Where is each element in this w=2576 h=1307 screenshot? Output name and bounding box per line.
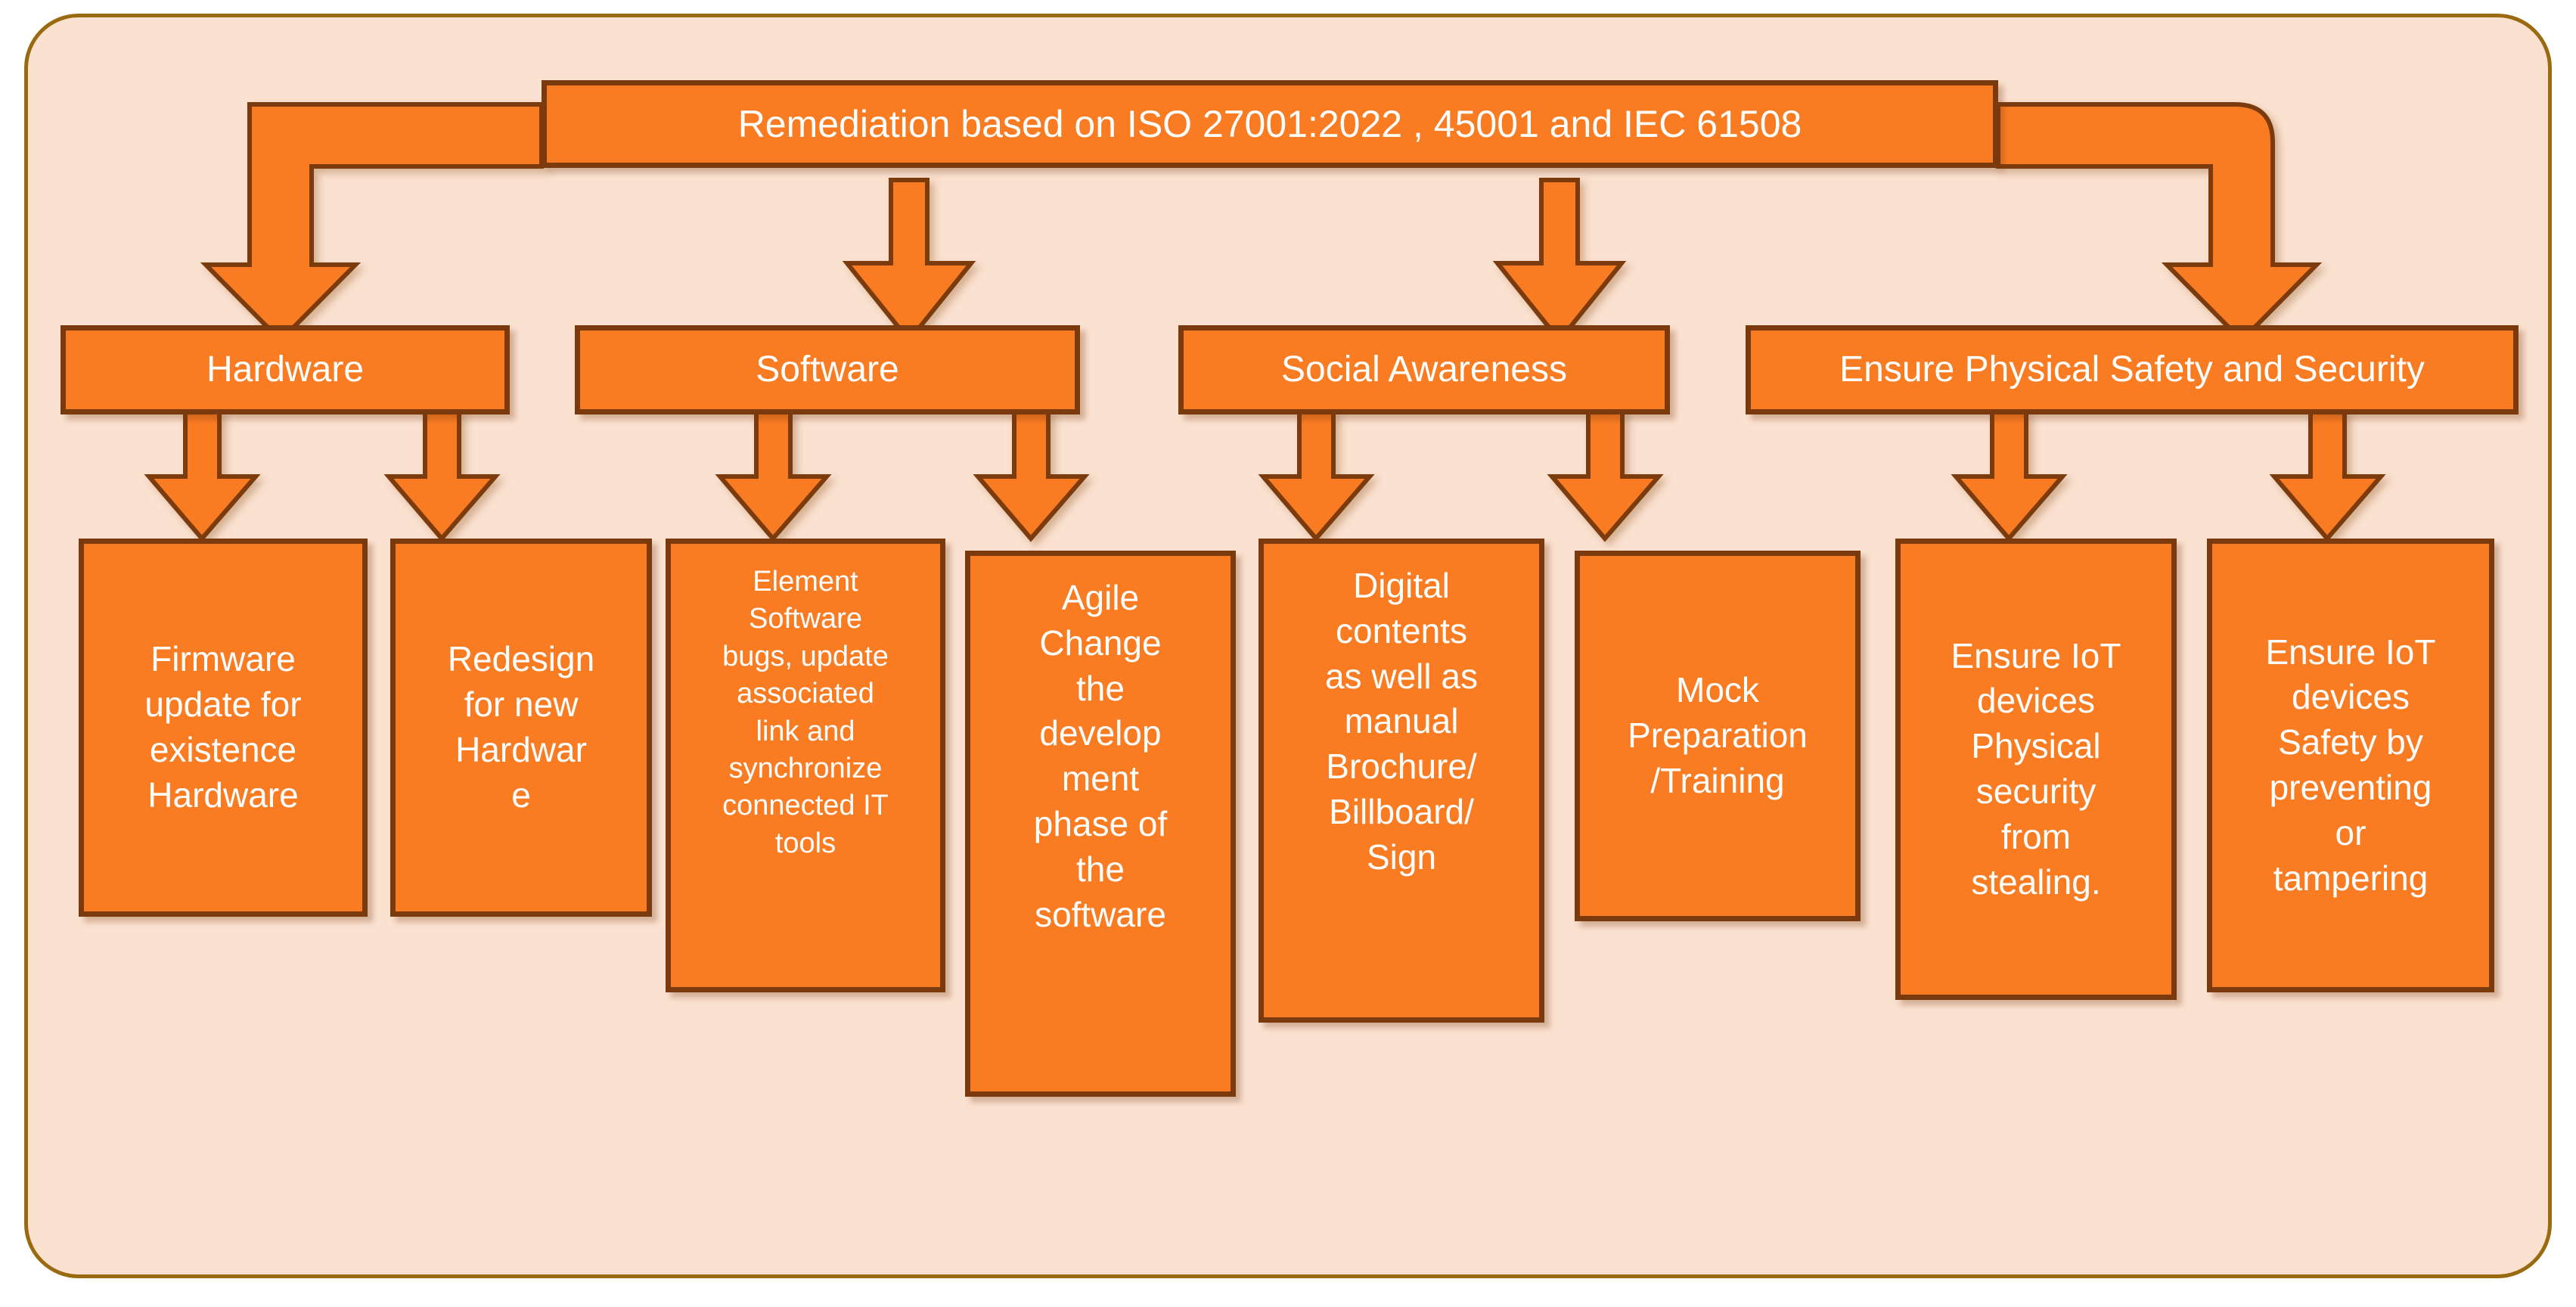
node-physical-safety[interactable]: Ensure Physical Safety and Security: [1746, 325, 2519, 414]
node-element-software[interactable]: Element Software bugs, update associated…: [666, 539, 945, 992]
node-social-awareness[interactable]: Social Awareness: [1178, 325, 1670, 414]
node-software[interactable]: Software: [575, 325, 1080, 414]
node-redesign-hardware[interactable]: Redesign for new Hardwar e: [390, 539, 652, 917]
node-mock-preparation[interactable]: Mock Preparation /Training: [1575, 551, 1861, 921]
node-digital-contents[interactable]: Digital contents as well as manual Broch…: [1259, 539, 1544, 1023]
node-agile-change[interactable]: Agile Change the develop ment phase of t…: [965, 551, 1236, 1097]
node-firmware-update[interactable]: Firmware update for existence Hardware: [79, 539, 368, 917]
node-hardware[interactable]: Hardware: [61, 325, 510, 414]
node-remediation-root[interactable]: Remediation based on ISO 27001:2022 , 45…: [542, 80, 1998, 168]
node-iot-physical-security[interactable]: Ensure IoT devices Physical security fro…: [1895, 539, 2177, 1000]
node-iot-safety-tampering[interactable]: Ensure IoT devices Safety by preventing …: [2207, 539, 2494, 992]
